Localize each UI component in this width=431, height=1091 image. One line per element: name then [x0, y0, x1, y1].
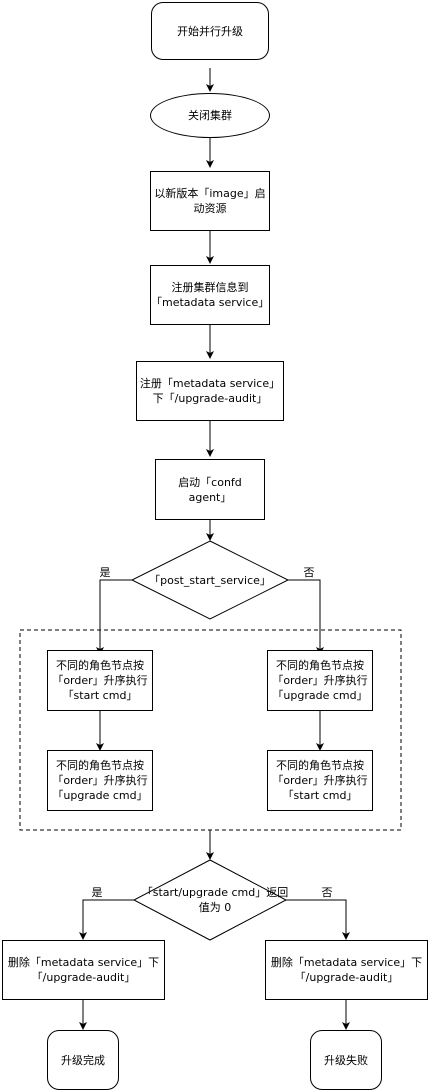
start-node: 开始并行升级	[151, 2, 269, 60]
start-resources-node: 以新版本「image」启 动资源	[150, 171, 270, 231]
decision-return-label: 「start/upgrade cmd」返回 值为 0	[141, 886, 289, 914]
no-label-2: 否	[321, 886, 333, 899]
delete-audit-right-node: 删除「metadata service」下 「/upgrade-audit」	[265, 940, 428, 1000]
delete-audit-left-node: 删除「metadata service」下 「/upgrade-audit」	[2, 940, 165, 1000]
end-success-node: 升级完成	[47, 1030, 119, 1090]
edge-decision-yes-left	[96, 579, 132, 655]
right-step2-node: 不同的角色节点按 「order」升序执行 「start cmd」	[267, 750, 373, 811]
left-step2-node: 不同的角色节点按 「order」升序执行 「upgrade cmd」	[47, 750, 153, 811]
edge-decision2-no	[286, 899, 350, 940]
yes-label-2: 是	[91, 886, 103, 899]
right-step1-node: 不同的角色节点按 「order」升序执行 「upgrade cmd」	[267, 650, 373, 711]
end-fail-node: 升级失败	[310, 1030, 382, 1090]
edge-decision2-yes	[79, 899, 134, 940]
decision-diamond-2	[132, 859, 288, 941]
edge-decision-no-right	[288, 579, 324, 655]
left-step1-node: 不同的角色节点按 「order」升序执行 「start cmd」	[47, 650, 153, 711]
decision-diamond-1	[130, 540, 290, 620]
register-cluster-node: 注册集群信息到 「metadata service」	[150, 265, 270, 325]
start-confd-node: 启动「confd agent」	[155, 459, 265, 520]
yes-label-1: 是	[99, 566, 111, 579]
no-label-1: 否	[303, 566, 315, 579]
close-cluster-node: 关闭集群	[150, 93, 270, 138]
register-audit-node: 注册「metadata service」 下「/upgrade-audit」	[136, 361, 284, 421]
decision-post-start-label: 「post_start_service」	[149, 573, 271, 587]
